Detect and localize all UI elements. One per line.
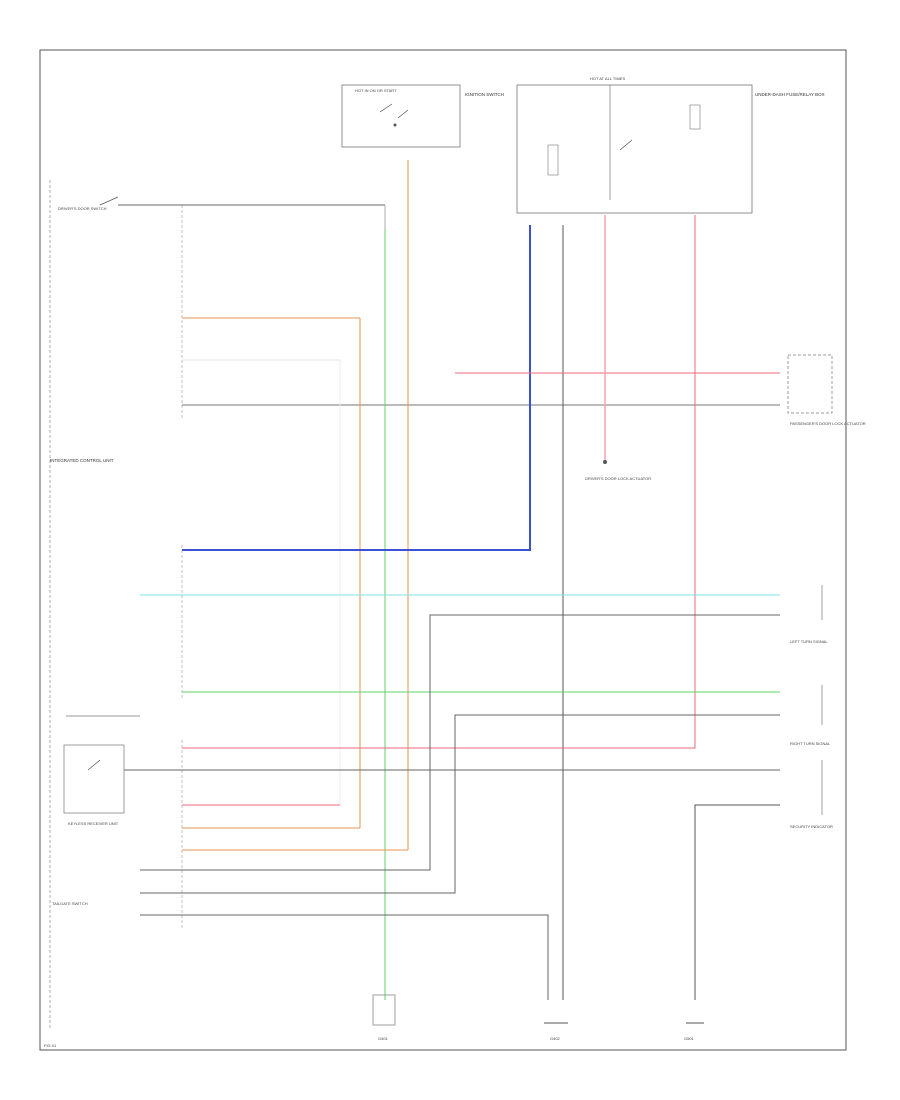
integrated-unit-label: INTEGRATED CONTROL UNIT [50, 458, 114, 463]
ignition-contact-2 [397, 109, 409, 119]
fuse-2 [689, 104, 701, 130]
ground-2-label: G402 [550, 1036, 561, 1041]
wire-red-long [182, 215, 696, 749]
security-indicator: SECURITY INDICATOR [790, 760, 833, 829]
fuse-switch [619, 139, 633, 151]
driver-actuator-label: DRIVER'S DOOR LOCK ACTUATOR [585, 476, 651, 481]
lock-actuator-node [603, 460, 607, 464]
left-turn-signal: LEFT TURN SIGNAL [790, 585, 828, 644]
passenger-actuator-label: PASSENGER'S DOOR LOCK ACTUATOR [790, 421, 866, 426]
ignition-switch: IGNITION SWITCH HOT IN ON OR START [341, 84, 504, 148]
security-label: SECURITY INDICATOR [790, 824, 833, 829]
wire-gray-left-turn [140, 614, 780, 871]
keyless-unit-label: KEYLESS RECEIVER UNIT [68, 821, 119, 826]
ground-2: G402 [544, 1022, 568, 1041]
ground-3: G501 [684, 1022, 704, 1041]
passenger-lock-actuator: PASSENGER'S DOOR LOCK ACTUATOR [787, 354, 866, 426]
page-id: FIG.01 [44, 1043, 57, 1048]
fuse-relay-box: UNDER-DASH FUSE/RELAY BOX HOT AT ALL TIM… [516, 76, 825, 214]
driver-lock-actuator: DRIVER'S DOOR LOCK ACTUATOR [585, 460, 651, 481]
passenger-actuator-box [787, 354, 833, 414]
fuse-box-frame [516, 84, 753, 214]
ground-1: G401 [372, 994, 396, 1041]
wire-gray-security [694, 804, 780, 1000]
integrated-control-unit: INTEGRATED CONTROL UNIT DRIVER'S DOOR SW… [49, 180, 183, 1030]
door-switch-contact [99, 196, 119, 206]
ground-3-label: G501 [684, 1036, 695, 1041]
wire-gray-right-turn [140, 714, 780, 894]
ignition-switch-box [341, 84, 461, 148]
keyless-unit-box [63, 744, 125, 814]
ground-1-box [372, 994, 396, 1026]
wire-blue [182, 225, 531, 551]
ignition-hot-label: HOT IN ON OR START [355, 88, 397, 93]
ignition-switch-label: IGNITION SWITCH [465, 92, 504, 97]
fuse-box-label: UNDER-DASH FUSE/RELAY BOX [755, 92, 825, 97]
tailgate-switch-label: TAILGATE SWITCH [52, 901, 88, 906]
fuse-1 [547, 144, 559, 176]
wire-gray-ground-1 [140, 914, 549, 1000]
ground-1-label: G401 [378, 1036, 389, 1041]
keyless-relay-contact [87, 759, 101, 771]
ignition-contact-1 [379, 103, 393, 113]
left-turn-label: LEFT TURN SIGNAL [790, 639, 828, 644]
right-turn-signal: RIGHT TURN SIGNAL [790, 685, 831, 746]
right-turn-label: RIGHT TURN SIGNAL [790, 741, 831, 746]
ignition-terminal [393, 123, 397, 127]
diagram-frame [39, 49, 847, 1051]
driver-door-switch-label: DRIVER'S DOOR SWITCH [58, 206, 107, 211]
hot-all-times-label: HOT AT ALL TIMES [590, 76, 625, 81]
